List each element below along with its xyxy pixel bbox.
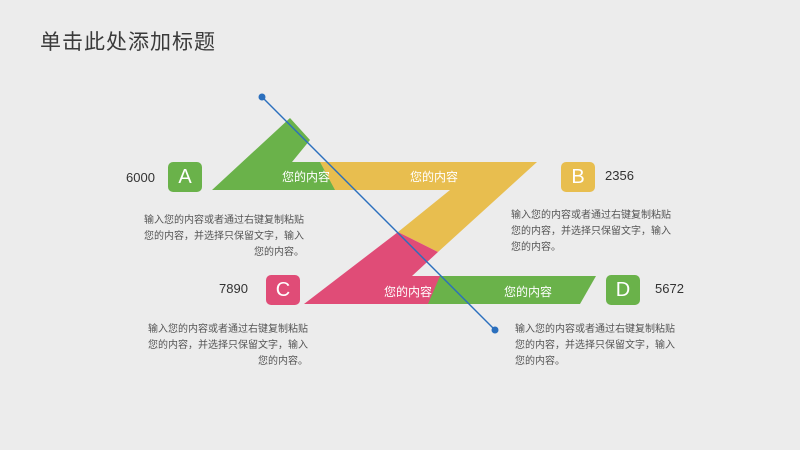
description-b: 输入您的内容或者通过右键复制粘贴 您的内容，并选择只保留文字，输入 您的内容。	[511, 208, 701, 256]
description-a: 输入您的内容或者通过右键复制粘贴 您的内容，并选择只保留文字，输入 您的内容。	[114, 213, 304, 261]
description-c: 输入您的内容或者通过右键复制粘贴 您的内容，并选择只保留文字，输入 您的内容。	[118, 322, 308, 370]
description-c-line-3: 您的内容。	[258, 356, 308, 367]
description-d: 输入您的内容或者通过右键复制粘贴 您的内容，并选择只保留文字，输入 您的内容。	[515, 322, 705, 370]
description-a-line-2: 您的内容，并选择只保留文字，输入	[144, 231, 304, 242]
value-c: 7890	[219, 281, 248, 296]
description-b-line-3: 您的内容。	[511, 242, 561, 253]
green-top-label: 您的内容	[282, 169, 330, 184]
line-start-dot	[258, 93, 266, 101]
yellow-top-band	[320, 162, 537, 252]
diagonal-line	[261, 96, 496, 331]
pink-bottom-label: 您的内容	[384, 284, 432, 299]
description-a-line-1: 输入您的内容或者通过右键复制粘贴	[144, 215, 304, 226]
badge-a: A	[168, 162, 202, 192]
description-b-line-1: 输入您的内容或者通过右键复制粘贴	[511, 210, 671, 221]
pink-bottom-band	[304, 232, 470, 304]
yellow-top-label: 您的内容	[410, 169, 458, 184]
value-a: 6000	[126, 170, 155, 185]
value-d: 5672	[655, 281, 684, 296]
description-c-line-2: 您的内容，并选择只保留文字，输入	[148, 340, 308, 351]
description-d-line-1: 输入您的内容或者通过右键复制粘贴	[515, 324, 675, 335]
value-b: 2356	[605, 168, 634, 183]
description-b-line-2: 您的内容，并选择只保留文字，输入	[511, 226, 671, 237]
description-c-line-1: 输入您的内容或者通过右键复制粘贴	[148, 324, 308, 335]
badge-d: D	[606, 275, 640, 305]
page-title: 单击此处添加标题	[40, 30, 216, 54]
green-bottom-label: 您的内容	[504, 284, 552, 299]
green-top-band	[212, 118, 350, 190]
line-end-dot	[491, 326, 499, 334]
description-d-line-2: 您的内容，并选择只保留文字，输入	[515, 340, 675, 351]
description-a-line-3: 您的内容。	[254, 247, 304, 258]
description-d-line-3: 您的内容。	[515, 356, 565, 367]
badge-c: C	[266, 275, 300, 305]
badge-b: B	[561, 162, 595, 192]
green-bottom-band	[428, 276, 596, 304]
